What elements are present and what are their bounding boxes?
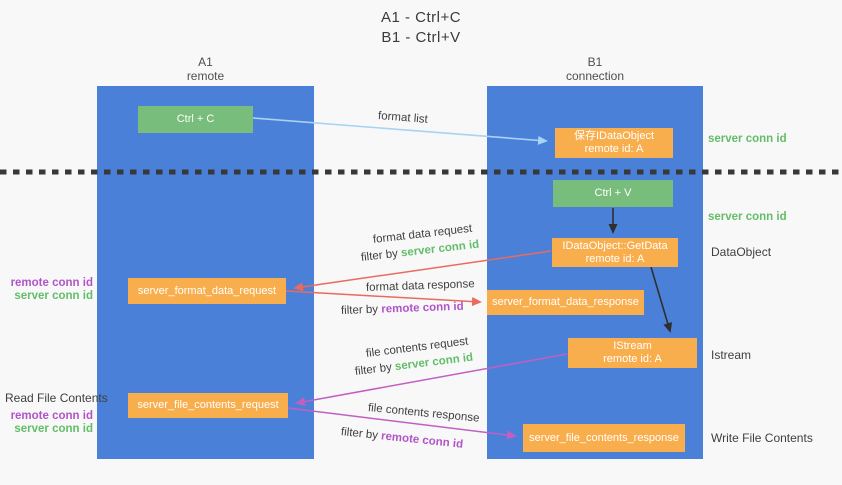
label-server-conn-id-top: server conn id xyxy=(708,133,787,145)
node-istream-line2: remote id: A xyxy=(603,353,662,365)
node-save-dataobject-line1: 保存IDataObject xyxy=(573,130,655,142)
node-ctrl-v-label: Ctrl + V xyxy=(594,187,632,199)
node-getdata-line2: remote id: A xyxy=(585,252,645,265)
lane-a1-role: remote xyxy=(186,69,225,83)
arrow-getdata-to-istream xyxy=(650,266,673,333)
label-server-conn-id-left-2: server conn id xyxy=(14,422,93,435)
label-server-conn-id-left-1: server conn id xyxy=(14,289,93,302)
lane-header-b1: B1 connection xyxy=(487,55,703,83)
label-istream: Istream xyxy=(711,348,752,362)
label-conn-ids-format: remote conn id server conn id xyxy=(0,277,93,302)
title-line-2: B1 - Ctrl+V xyxy=(381,29,461,46)
label-write-file-contents: Write File Contents xyxy=(711,431,813,445)
lane-b1-role: connection xyxy=(565,69,625,83)
label-read-file-contents: Read File Contents xyxy=(5,391,108,405)
label-remote-conn-id-1: remote conn id xyxy=(10,277,93,289)
node-getdata-line1: IDataObject::GetData xyxy=(562,239,668,252)
node-ctrl-v: Ctrl + V xyxy=(553,180,673,207)
node-file-request-label: server_file_contents_request xyxy=(137,399,279,411)
label-dataobject: DataObject xyxy=(711,245,772,259)
arrow-file-contents-request xyxy=(295,353,568,406)
diagram-title: A1 - Ctrl+C B1 - Ctrl+V xyxy=(0,8,842,48)
node-format-response-label: server_format_data_response xyxy=(492,296,639,308)
node-file-response-label: server_file_contents_response xyxy=(529,431,679,444)
node-idataobject-getdata: IDataObject::GetData remote id: A xyxy=(552,238,678,267)
arrow-file-contents-response xyxy=(287,407,517,440)
node-server-format-data-response: server_format_data_response xyxy=(487,290,644,315)
title-line-1: A1 - Ctrl+C xyxy=(380,9,462,26)
arrow-format-data-request xyxy=(293,250,552,292)
filter-by-text-2: filter by xyxy=(340,303,379,317)
node-format-request-label: server_format_data_request xyxy=(137,284,277,297)
arrow-format-data-response xyxy=(285,290,482,307)
node-server-file-contents-response: server_file_contents_response xyxy=(523,424,685,452)
node-save-dataobject: 保存IDataObject remote id: A xyxy=(555,128,673,158)
node-server-format-data-request: server_format_data_request xyxy=(128,278,286,304)
arrow-format-list xyxy=(252,117,548,145)
label-server-conn-id-mid: server conn id xyxy=(708,211,787,223)
node-istream-line1: IStream xyxy=(613,340,652,352)
label-conn-ids-file: remote conn id server conn id xyxy=(0,410,93,435)
node-ctrl-c: Ctrl + C xyxy=(138,106,253,133)
lane-a1-name: A1 xyxy=(198,55,213,69)
node-istream: IStream remote id: A xyxy=(568,338,697,368)
lane-b1-name: B1 xyxy=(587,55,603,69)
node-server-file-contents-request: server_file_contents_request xyxy=(128,393,288,418)
node-save-dataobject-line2: remote id: A xyxy=(584,143,644,155)
node-ctrl-c-label: Ctrl + C xyxy=(176,113,215,125)
lane-header-a1: A1 remote xyxy=(97,55,314,83)
label-remote-conn-id-2: remote conn id xyxy=(10,410,93,422)
